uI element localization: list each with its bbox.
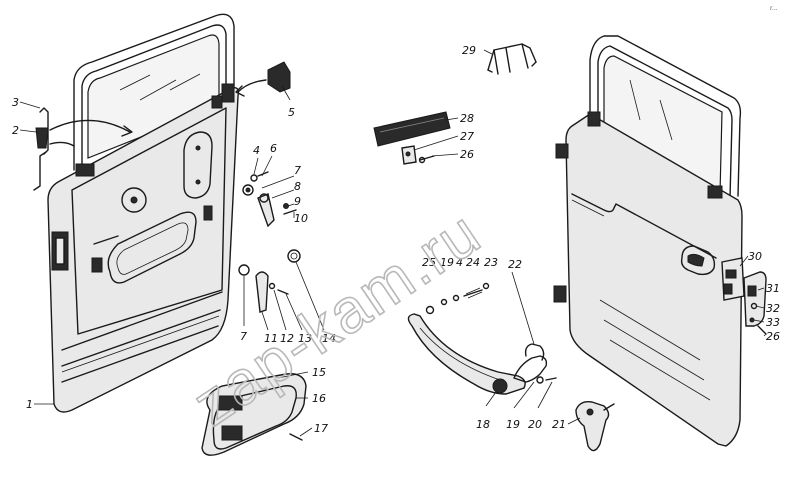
check-strap — [39, 107, 49, 155]
exterior-handle — [407, 313, 526, 395]
callout-26: 26 — [460, 148, 474, 161]
parts-26-27 — [401, 145, 435, 165]
callout-30: 30 — [748, 250, 762, 263]
part-5-bracket — [235, 61, 291, 97]
callout-32: 32 — [766, 302, 780, 315]
callout-16: 16 — [312, 392, 326, 405]
seal-plate-28 — [373, 111, 451, 147]
left-door-armrest — [107, 211, 197, 284]
callout-18: 18 — [476, 418, 490, 431]
left-access-cover — [183, 131, 213, 199]
left-inner-handle — [93, 235, 119, 245]
right-door-hinge — [555, 143, 569, 159]
callout-4b: 4 — [456, 256, 463, 269]
left-regulator-base — [121, 187, 147, 213]
callout-4: 4 — [253, 144, 260, 157]
fasteners-11-14 — [238, 249, 301, 313]
callout-2: 2 — [12, 124, 19, 137]
door-handle-inner — [255, 271, 269, 313]
part-28-plate — [373, 111, 451, 147]
callout-22: 22 — [508, 258, 522, 271]
armrest-cover-15-17 — [201, 373, 307, 456]
callout-25: 25 — [422, 256, 436, 269]
leader-lines — [19, 49, 767, 437]
part-29-bracket — [487, 43, 537, 75]
callout-3: 3 — [12, 96, 19, 109]
corner-mark: r... — [770, 5, 778, 12]
callout-12: 12 — [280, 332, 294, 345]
right-door-panel — [565, 113, 743, 447]
callout-7b: 7 — [240, 330, 247, 343]
callout-19: 19 — [440, 256, 454, 269]
part-21-button — [575, 400, 615, 452]
check-strap-parts — [33, 107, 133, 191]
right-door-glass — [603, 55, 723, 196]
right-door-assembly — [553, 35, 743, 447]
callout-21: 21 — [552, 418, 566, 431]
callout-11: 11 — [264, 332, 278, 345]
callout-9: 9 — [294, 195, 301, 208]
callout-7: 7 — [294, 164, 301, 177]
callout-20: 20 — [528, 418, 542, 431]
left-door-trim — [71, 107, 227, 335]
callout-33: 33 — [766, 316, 780, 329]
push-button-21 — [575, 400, 610, 452]
callout-10: 10 — [294, 212, 308, 225]
callout-8: 8 — [294, 180, 301, 193]
callout-29: 29 — [462, 44, 476, 57]
callout-31: 31 — [766, 282, 780, 295]
right-window-frame — [589, 35, 742, 197]
callout-26b: 26 — [766, 330, 780, 343]
left-door-assembly — [47, 13, 240, 413]
door-lock-30-33 — [721, 257, 767, 335]
callout-28: 28 — [460, 112, 474, 125]
callout-5: 5 — [288, 106, 295, 119]
right-outer-handle — [680, 245, 716, 276]
callout-1: 1 — [26, 398, 33, 411]
callout-numbers: 3 2 5 4 6 7 8 9 10 7 11 12 13 14 15 16 1… — [12, 44, 780, 435]
callout-17: 17 — [314, 422, 328, 435]
striker-plate — [743, 271, 767, 327]
callout-23: 23 — [484, 256, 498, 269]
fasteners-4-10 — [242, 171, 297, 228]
callout-6: 6 — [270, 142, 277, 155]
callout-14: 14 — [322, 332, 336, 345]
left-window-frame — [73, 13, 235, 171]
callout-19b: 19 — [506, 418, 520, 431]
callout-13: 13 — [298, 332, 312, 345]
callout-15: 15 — [312, 366, 326, 379]
exterior-handle-18-25 — [407, 282, 557, 395]
callout-27: 27 — [460, 130, 474, 143]
callout-24: 24 — [466, 256, 480, 269]
